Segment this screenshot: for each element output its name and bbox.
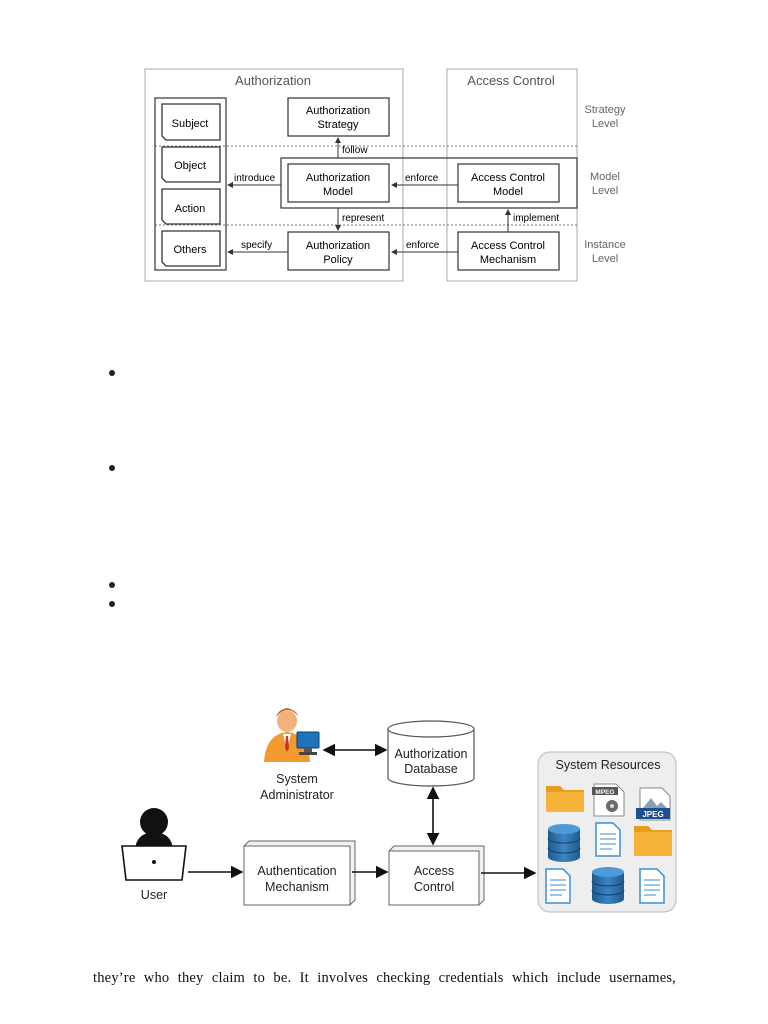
svg-text:JPEG: JPEG — [642, 810, 663, 819]
strategy-level-label-1: Strategy — [585, 104, 626, 116]
instance-level-label-2: Level — [592, 253, 618, 265]
access-control-mechanism-box: Access Control Mechanism — [457, 231, 560, 271]
follow-arrow: follow — [335, 137, 368, 158]
svg-text:Subject: Subject — [172, 118, 209, 130]
jpeg-file-icon: JPEG — [636, 787, 671, 821]
mpeg-file-icon: MPEG — [592, 783, 625, 817]
svg-text:Authorization: Authorization — [306, 105, 370, 117]
authorization-model-box: Authorization Model — [287, 163, 390, 203]
svg-text:Access Control: Access Control — [471, 240, 545, 252]
svg-text:Authentication: Authentication — [257, 864, 336, 878]
system-resources-title: System Resources — [556, 758, 661, 772]
svg-text:MPEG: MPEG — [595, 789, 614, 796]
svg-text:Action: Action — [175, 203, 206, 215]
instance-level-label-1: Instance — [584, 239, 626, 251]
model-level-bracket — [280, 157, 578, 209]
bullet-point — [109, 465, 115, 471]
implement-arrow: implement — [505, 209, 559, 232]
svg-text:enforce: enforce — [405, 173, 439, 184]
svg-text:follow: follow — [342, 145, 368, 156]
action-element: Action — [161, 188, 221, 225]
svg-text:Authorization: Authorization — [306, 172, 370, 184]
others-element: Others — [161, 230, 221, 267]
user-label: User — [141, 888, 167, 902]
folder-icon — [634, 826, 672, 856]
svg-text:introduce: introduce — [234, 173, 276, 184]
svg-text:Control: Control — [414, 880, 454, 894]
enforce-model-arrow: enforce — [391, 173, 458, 188]
svg-text:implement: implement — [513, 213, 559, 224]
folder-icon — [546, 786, 584, 812]
svg-text:enforce: enforce — [406, 240, 440, 251]
model-level-label-2: Level — [592, 185, 618, 197]
document-icon — [595, 822, 621, 857]
model-level-label-1: Model — [590, 171, 620, 183]
administrator-label-2: Administrator — [260, 788, 334, 802]
authorization-frame — [144, 68, 404, 282]
authorization-strategy-box: Authorization Strategy — [287, 97, 390, 137]
represent-arrow: represent — [335, 208, 384, 231]
svg-text:specify: specify — [241, 240, 272, 251]
svg-text:Authorization: Authorization — [306, 240, 370, 252]
authorization-database: Authorization Database — [387, 720, 475, 787]
document-icon — [545, 868, 571, 904]
subject-element: Subject — [161, 103, 221, 141]
authorization-access-control-diagram: Authorization Access Control Strategy Le… — [144, 68, 626, 282]
authentication-mechanism-box: Authentication Mechanism — [243, 840, 356, 906]
object-element: Object — [161, 146, 221, 183]
database-icon — [547, 824, 581, 862]
database-icon — [591, 867, 625, 904]
introduce-arrow: introduce — [227, 173, 281, 188]
document-icon — [639, 868, 665, 904]
bullet-point — [109, 601, 115, 607]
administrator-icon — [264, 708, 320, 762]
svg-text:Database: Database — [404, 762, 458, 776]
svg-text:Authorization: Authorization — [395, 747, 468, 761]
access-control-box: Access Control — [388, 845, 485, 906]
bullet-point — [109, 582, 115, 588]
enforce-instance-arrow: enforce — [391, 240, 458, 255]
access-control-model-box: Access Control Model — [457, 163, 560, 203]
svg-text:Policy: Policy — [323, 254, 353, 266]
bullet-point — [109, 370, 115, 376]
svg-text:Model: Model — [323, 186, 353, 198]
svg-text:Access Control: Access Control — [471, 172, 545, 184]
svg-text:Strategy: Strategy — [318, 119, 359, 131]
elements-container — [154, 97, 227, 271]
authorization-policy-box: Authorization Policy — [287, 231, 390, 271]
svg-text:Others: Others — [173, 244, 207, 256]
svg-text:Mechanism: Mechanism — [265, 880, 329, 894]
administrator-label-1: System — [276, 772, 318, 786]
user-icon — [121, 808, 187, 881]
access-control-flow-diagram: System Administrator Authorization Datab… — [121, 708, 677, 913]
svg-text:Access: Access — [414, 864, 454, 878]
svg-text:Object: Object — [174, 160, 206, 172]
access-control-header: Access Control — [467, 73, 555, 88]
svg-text:Mechanism: Mechanism — [480, 254, 536, 266]
svg-text:Model: Model — [493, 186, 523, 198]
strategy-level-label-2: Level — [592, 118, 618, 130]
svg-text:represent: represent — [342, 213, 384, 224]
authorization-header: Authorization — [235, 73, 311, 88]
body-paragraph-line: they’re who they claim to be. It involve… — [93, 970, 676, 986]
specify-arrow: specify — [227, 240, 288, 255]
